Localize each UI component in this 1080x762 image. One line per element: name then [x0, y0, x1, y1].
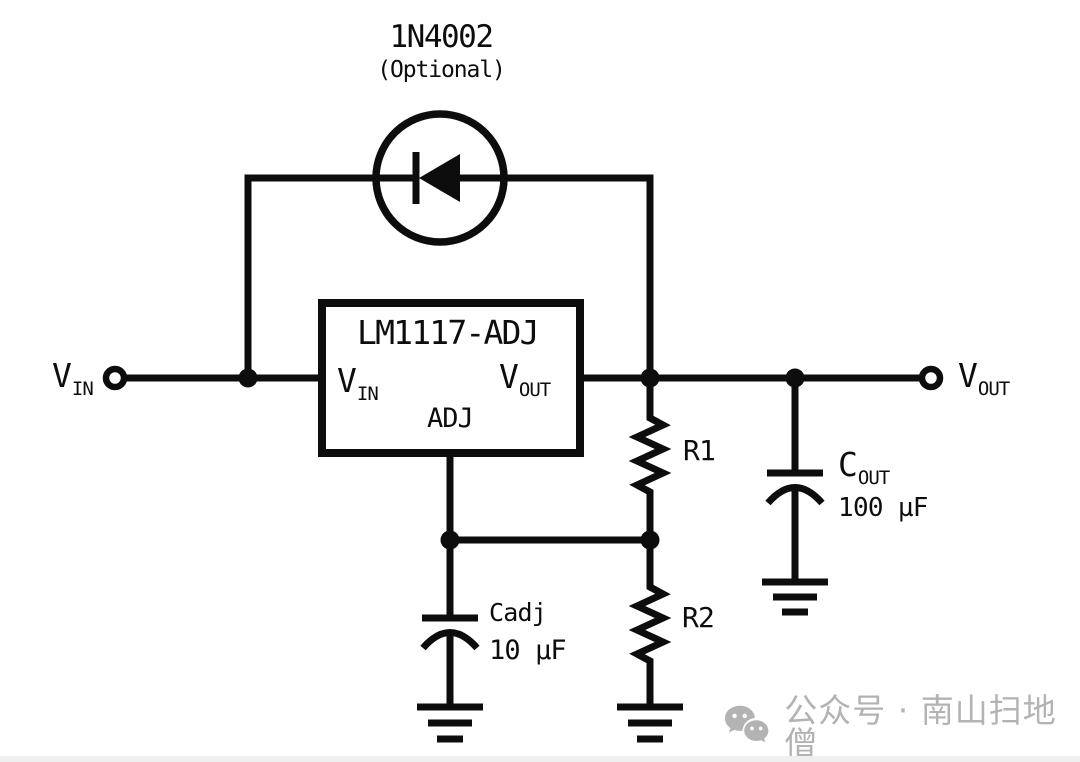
wire-diode-left — [244, 174, 374, 378]
resistor-r2 — [628, 540, 672, 705]
junction-dot — [640, 530, 660, 550]
vout-main: V — [958, 356, 978, 395]
regulator-pin-vin: VIN — [337, 361, 379, 404]
bottom-edge-strip — [0, 756, 1080, 762]
cadj-name-label: Cadj — [489, 598, 547, 627]
input-terminal-circle — [102, 365, 128, 391]
ground-r2 — [617, 703, 683, 743]
diode-1n4002 — [372, 110, 508, 246]
diode-qualifier-label: (Optional) — [377, 57, 506, 83]
output-terminal-circle — [918, 365, 944, 391]
cout-name-label: COUT — [838, 445, 890, 488]
vin-main: V — [52, 356, 72, 395]
junction-dot — [440, 530, 460, 550]
regulator-pin-adj: ADJ — [427, 403, 474, 434]
diode-note: 1N4002 (Optional) — [341, 22, 541, 82]
vin-terminal-label: VIN — [52, 356, 94, 399]
wechat-icon — [724, 705, 771, 746]
r2-label: R2 — [682, 601, 715, 634]
pin-vout-main: V — [499, 357, 519, 396]
vout-terminal-label: VOUT — [958, 356, 1010, 399]
pin-vin-sub: IN — [356, 383, 379, 405]
junction-dot — [640, 368, 660, 388]
r1-label: R1 — [683, 434, 716, 467]
wire-diode-right — [506, 174, 654, 378]
ground-cout — [762, 578, 828, 616]
diode-triangle — [419, 154, 460, 202]
vin-sub: IN — [71, 378, 94, 400]
pin-vout-sub: OUT — [518, 379, 551, 401]
capacitor-cadj — [420, 540, 480, 705]
diode-part-label: 1N4002 — [389, 19, 494, 55]
capacitor-cout — [765, 378, 825, 580]
cout-sub: OUT — [857, 467, 890, 489]
cadj-curved-plate — [420, 629, 480, 651]
vout-sub: OUT — [977, 378, 1010, 400]
cadj-value-label: 10 µF — [489, 635, 567, 666]
cout-main: C — [838, 445, 858, 484]
junction-dot — [238, 368, 258, 388]
cout-curved-plate — [765, 484, 825, 506]
junction-dots — [238, 368, 805, 550]
cout-value-label: 100 µF — [838, 493, 928, 523]
regulator-pin-vout: VOUT — [499, 357, 551, 400]
pin-vin-main: V — [337, 361, 357, 400]
ground-cadj — [417, 703, 483, 743]
resistor-r1 — [628, 378, 672, 540]
regulator-name: LM1117-ADJ — [357, 313, 539, 352]
watermark-text: 公众号 · 南山扫地僧 — [784, 691, 1057, 762]
watermark: 公众号 · 南山扫地僧 — [724, 694, 1080, 760]
junction-dot — [785, 368, 805, 388]
